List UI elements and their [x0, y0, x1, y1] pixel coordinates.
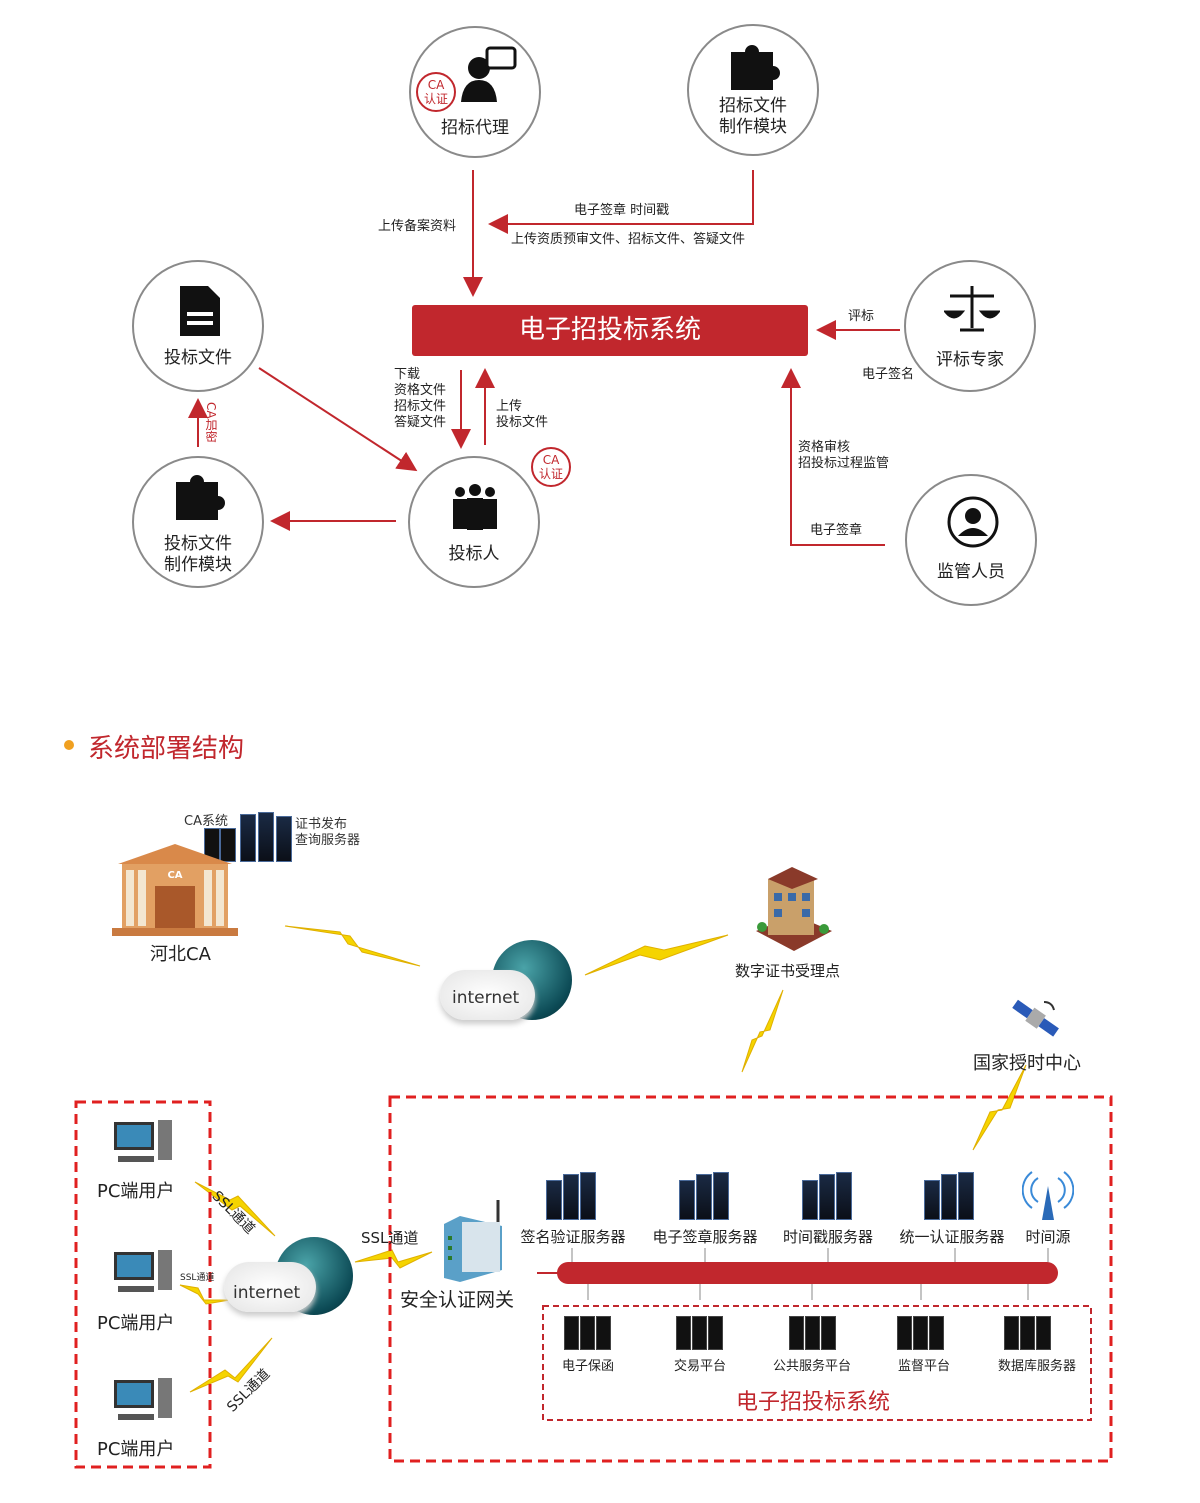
- node-bidder: 投标人: [408, 456, 540, 588]
- pc-user-label-1: PC端用户: [97, 1181, 175, 1202]
- lightning-pc3: [189, 1337, 273, 1393]
- cloud-icon: [224, 1262, 316, 1312]
- ssl-label-2: SSL通道: [180, 1273, 215, 1283]
- system-box: [388, 1095, 1113, 1463]
- internet-label-1: internet: [452, 988, 520, 1008]
- arrow-module-to-agent-line: [488, 170, 754, 234]
- label-e-seal: 电子签章: [810, 523, 863, 538]
- ssl-label-gateway: SSL通道: [361, 1229, 419, 1247]
- arrow-bidfile-to-bidder: [258, 367, 418, 472]
- arrow-supervision: [781, 368, 885, 546]
- pc-icon: [114, 1378, 172, 1420]
- server-icon: [924, 1172, 976, 1220]
- ca-building-icon: CA: [112, 844, 238, 936]
- platform-server-icon: [676, 1314, 724, 1350]
- label-upload-record: 上传备案资料: [378, 219, 457, 234]
- cert-server-label: 证书发布查询服务器: [295, 817, 361, 848]
- lightning-internet-point: [584, 934, 729, 976]
- server-label: 时间戳服务器: [782, 1228, 874, 1246]
- node-agent-label: 招标代理: [441, 118, 509, 138]
- node-expert-label: 评标专家: [936, 350, 1004, 370]
- office-building-icon: [756, 867, 832, 951]
- people-icon: [453, 484, 497, 530]
- gateway-label: 安全认证网关: [400, 1289, 515, 1311]
- platform-label: 公共服务平台: [772, 1359, 852, 1374]
- node-supervisor: 监管人员: [905, 474, 1037, 606]
- document-icon: [180, 286, 220, 336]
- section-title: 系统部署结构: [88, 734, 245, 764]
- node-bid-module: 投标文件制作模块: [132, 456, 264, 588]
- server-label: 统一认证服务器: [899, 1228, 1005, 1246]
- network-bus: [557, 1262, 1058, 1284]
- pc-user-label-2: PC端用户: [97, 1313, 175, 1334]
- server-label: 电子签章服务器: [652, 1228, 758, 1246]
- lightning-time-center: [972, 1064, 1027, 1151]
- platform-label: 监督平台: [897, 1359, 951, 1374]
- label-upload-docs: 上传资质预审文件、招标文件、答疑文件: [511, 232, 746, 247]
- server-icon: [546, 1172, 598, 1220]
- node-supervisor-label: 监管人员: [937, 562, 1005, 582]
- platform-label: 数据库服务器: [997, 1359, 1077, 1374]
- building-sign: CA: [167, 870, 182, 881]
- node-bid-file-label: 投标文件: [164, 348, 232, 368]
- puzzle-icon: [731, 45, 780, 90]
- platform-server-icon: [1004, 1314, 1052, 1350]
- agent-chat-icon: [461, 46, 517, 102]
- user-circle-icon: [947, 496, 999, 548]
- node-bid-file: 投标文件: [132, 260, 264, 392]
- lightning-pc2: [179, 1284, 231, 1305]
- server-icon: [802, 1172, 854, 1220]
- lightning-ca-internet: [284, 925, 421, 967]
- internet-label-2: internet: [233, 1283, 301, 1303]
- platform-server-icon: [564, 1314, 612, 1350]
- time-center-label: 国家授时中心: [973, 1053, 1081, 1074]
- section-bullet: [64, 740, 74, 750]
- platform-label: 电子保函: [561, 1359, 615, 1374]
- platform-server-icon: [897, 1314, 945, 1350]
- platform-box: [542, 1305, 1092, 1421]
- pc-icon: [114, 1120, 172, 1162]
- node-bidder-label: 投标人: [448, 544, 500, 564]
- cert-point-label: 数字证书受理点: [735, 962, 841, 980]
- satellite-icon: [1012, 999, 1059, 1037]
- label-sign-time: 电子签章 时间戳: [574, 203, 670, 218]
- hebei-ca-label: 河北CA: [150, 944, 211, 965]
- pc-icon: [114, 1250, 172, 1292]
- platform-server-icon: [789, 1314, 837, 1350]
- system-name-label: 电子招投标系统: [735, 1390, 891, 1415]
- pc-users-box: [74, 1100, 212, 1469]
- ca-system-label: CA系统: [184, 814, 228, 829]
- pc-user-label-3: PC端用户: [97, 1439, 175, 1460]
- node-bid-module-label: 投标文件制作模块: [164, 534, 232, 575]
- puzzle-icon: [176, 475, 225, 520]
- server-label: 签名验证服务器: [520, 1228, 626, 1246]
- lightning-gateway: [354, 1249, 433, 1269]
- antenna-signal-icon: [1022, 1171, 1074, 1220]
- connector-lines: [188, 170, 900, 546]
- label-evaluate: 评标: [848, 309, 875, 324]
- scales-icon: [944, 286, 1000, 332]
- label-download: 下载资格文件招标文件答疑文件: [394, 367, 447, 430]
- ca-server-icon: [204, 812, 294, 862]
- node-tender-module: 招标文件制作模块: [687, 24, 819, 156]
- lightning-pc1: [194, 1181, 276, 1237]
- gateway-router-icon: [444, 1200, 502, 1282]
- server-label: 时间源: [1025, 1228, 1071, 1246]
- cloud-icon: [440, 970, 535, 1020]
- label-upload-bid: 上传投标文件: [496, 399, 549, 430]
- label-ca-encrypt: CA加密: [204, 402, 218, 443]
- label-e-sign: 电子签名: [862, 367, 915, 382]
- lightning-point-gateway: [741, 989, 784, 1073]
- platform-label: 交易平台: [673, 1359, 727, 1374]
- node-tender-module-label: 招标文件制作模块: [719, 96, 787, 137]
- core-system-bar: 电子招投标系统: [412, 305, 808, 356]
- label-review: 资格审核招投标过程监管: [798, 440, 890, 471]
- node-expert: 评标专家: [904, 260, 1036, 392]
- server-icon: [679, 1172, 731, 1220]
